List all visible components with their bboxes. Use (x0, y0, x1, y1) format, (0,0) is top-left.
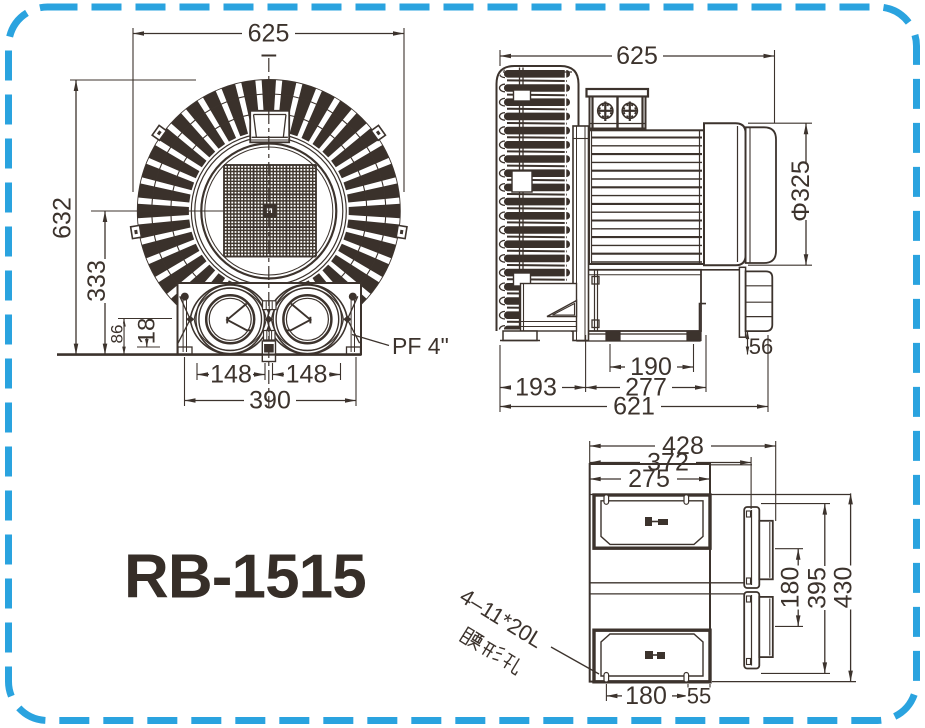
svg-text:180: 180 (777, 567, 805, 609)
svg-text:390: 390 (249, 387, 291, 415)
svg-text:395: 395 (804, 567, 832, 609)
svg-text:PF 4": PF 4" (392, 333, 449, 359)
svg-text:625: 625 (616, 42, 658, 70)
svg-text:56: 56 (749, 334, 773, 359)
svg-text:55: 55 (687, 683, 711, 708)
svg-text:277: 277 (625, 374, 667, 402)
svg-text:18: 18 (134, 318, 161, 345)
svg-text:632: 632 (49, 197, 77, 239)
svg-text:428: 428 (662, 432, 704, 460)
svg-text:621: 621 (613, 393, 655, 421)
svg-text:86: 86 (108, 325, 127, 344)
svg-text:275: 275 (628, 465, 670, 493)
svg-text:372: 372 (647, 449, 689, 477)
svg-text:Φ325: Φ325 (787, 160, 815, 222)
svg-text:333: 333 (83, 260, 111, 302)
svg-text:180: 180 (625, 682, 667, 710)
svg-text:148: 148 (286, 361, 328, 389)
svg-text:190: 190 (630, 353, 672, 381)
svg-text:148: 148 (210, 361, 252, 389)
svg-text:625: 625 (248, 20, 290, 48)
svg-text:193: 193 (515, 374, 557, 402)
svg-text:RB-1515: RB-1515 (124, 543, 366, 612)
svg-text:430: 430 (830, 567, 858, 609)
